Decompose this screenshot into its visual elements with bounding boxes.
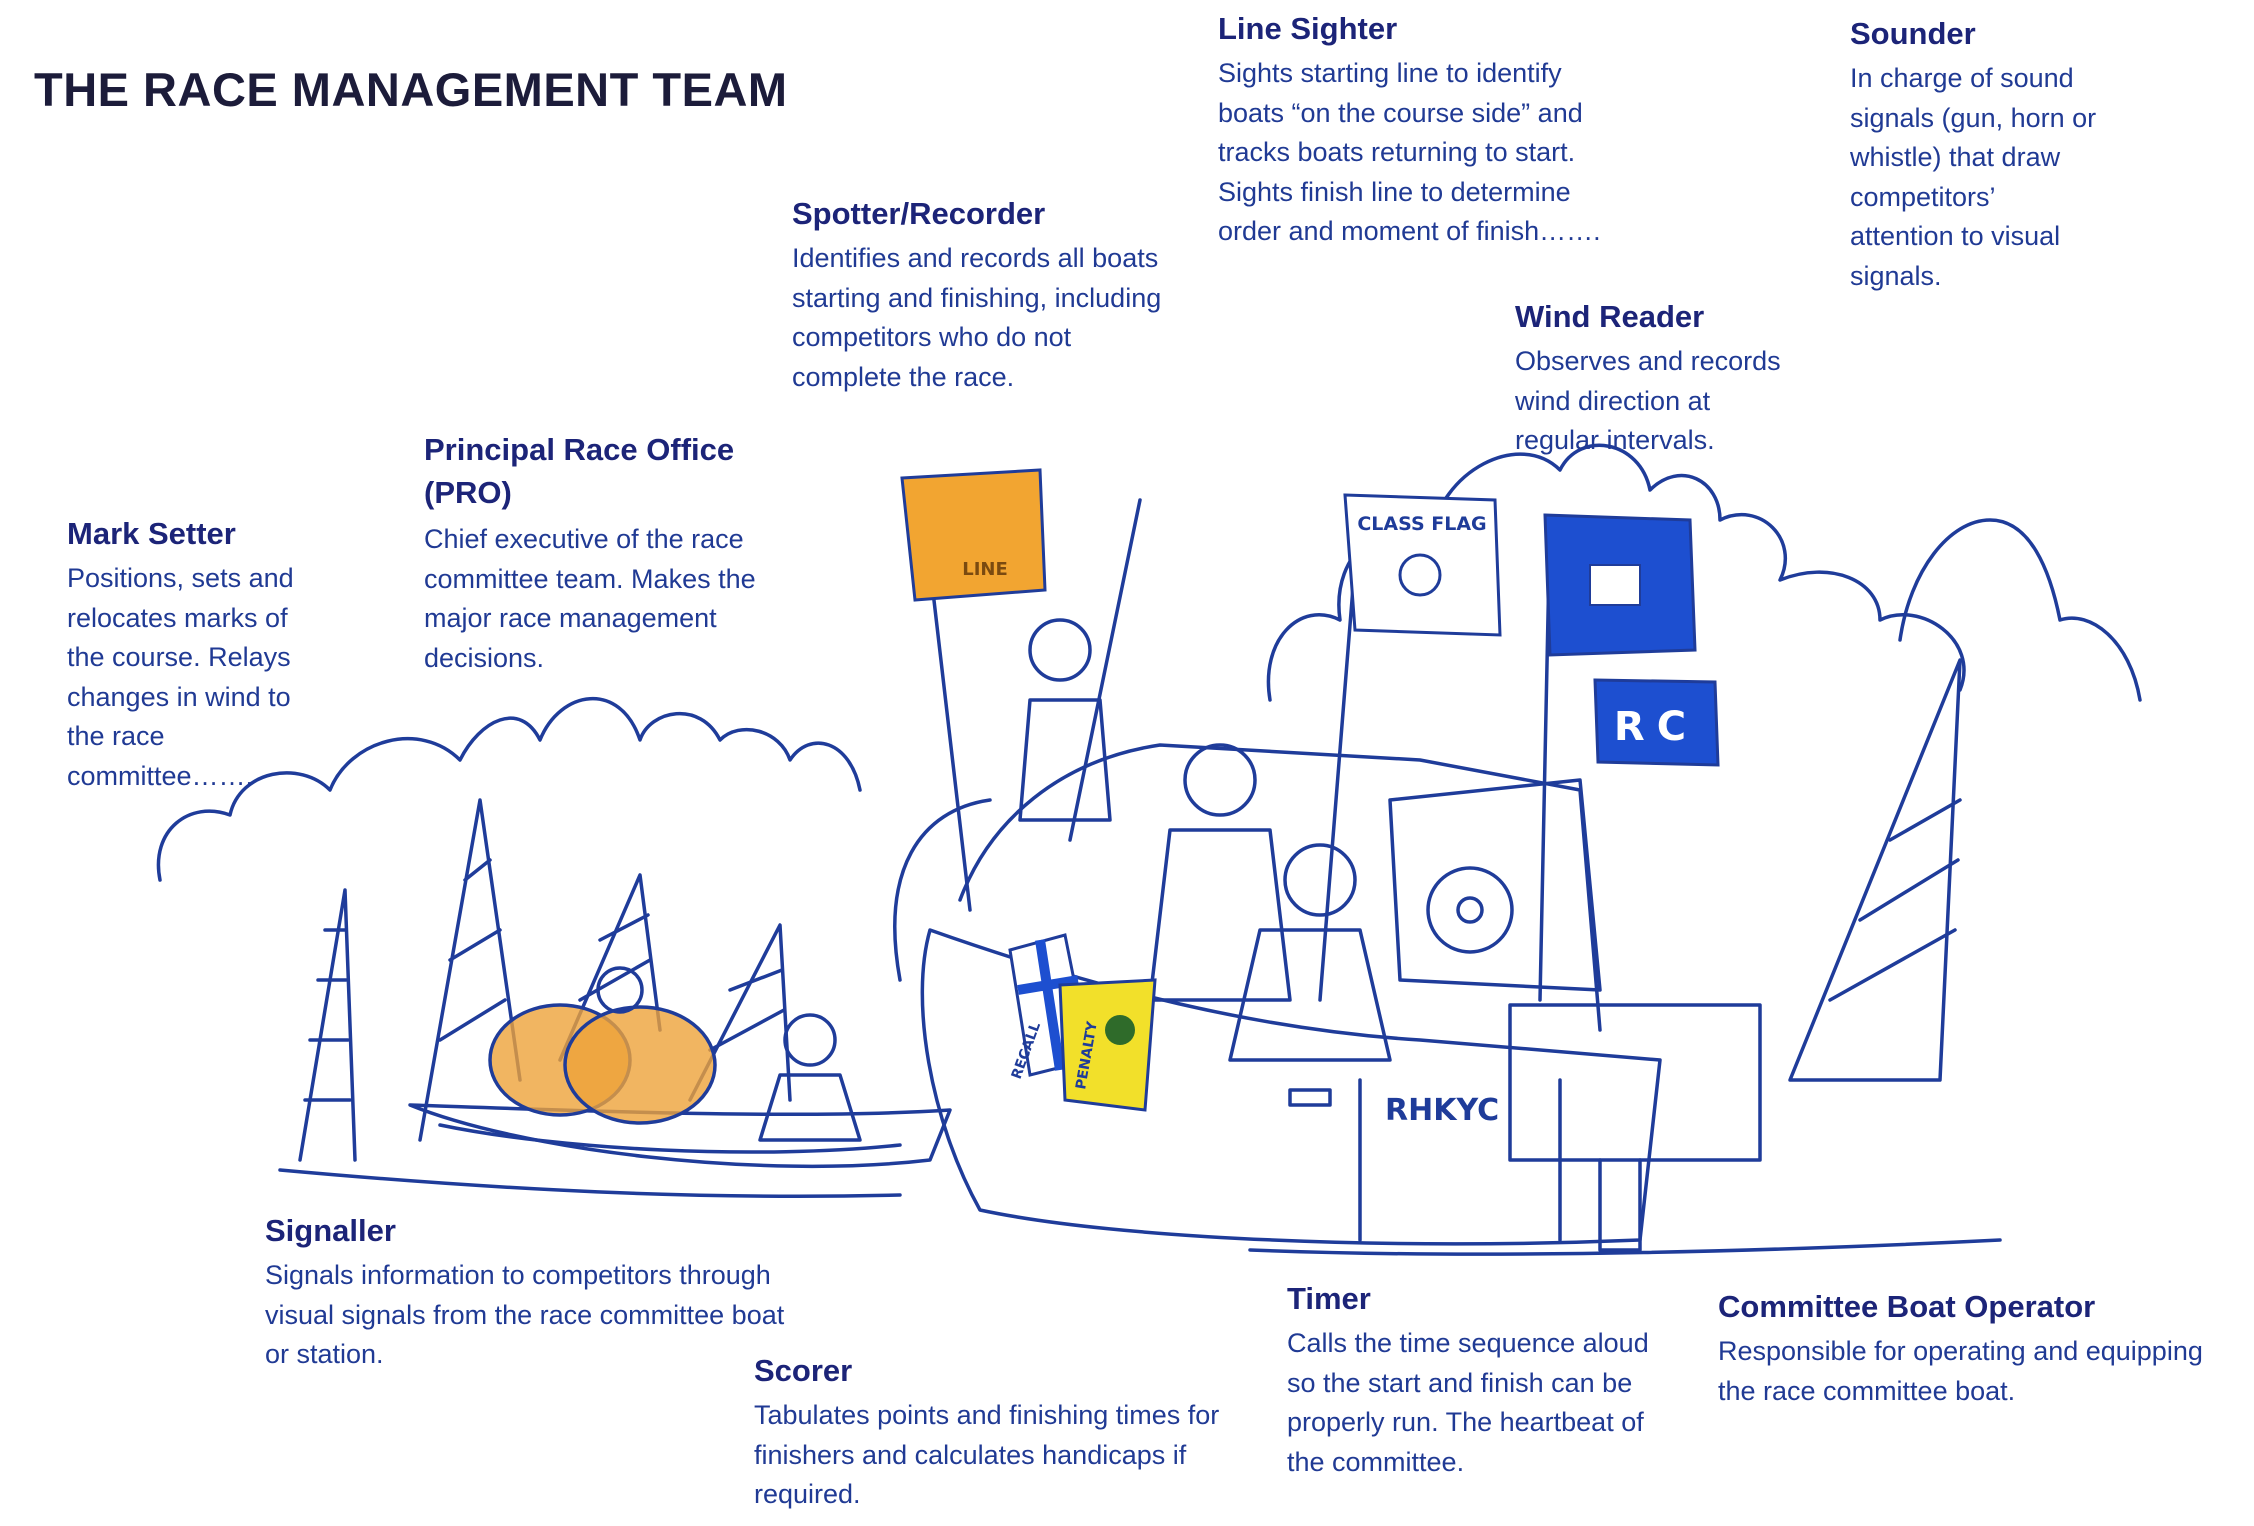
role-name: Spotter/Recorder [792,196,1046,231]
cabin [1388,778,1602,992]
role-description: Positions, sets and relocates marks of t… [67,563,294,791]
spotter-figure [1148,743,1292,1002]
role-name: Principal Race Office (PRO) [424,432,735,510]
role-name: Scorer [754,1353,853,1388]
line-sighter-figure [1018,498,1142,842]
role-pro: Principal Race Office (PRO) Chief execut… [424,428,756,678]
role-signaller: Signaller Signals information to competi… [265,1212,784,1375]
role-timer: Timer Calls the time sequence aloud so t… [1287,1280,1649,1482]
role-name: Sounder [1850,16,1976,51]
role-wind-reader: Wind Reader Observes and records wind di… [1515,298,1781,461]
blue-flag [1543,513,1697,657]
scorer-figure [758,1013,862,1142]
rc-flag: RC [1593,678,1720,767]
role-scorer: Scorer Tabulates points and finishing ti… [754,1352,1219,1515]
water-ripples [278,1168,2002,1256]
role-spotter-recorder: Spotter/Recorder Identifies and records … [792,195,1161,397]
role-name: Signaller [265,1213,396,1248]
role-committee-boat-operator: Committee Boat Operator Responsible for … [1718,1288,2203,1411]
background-trees-far-right [1898,518,2142,702]
class-flag-label: CLASS FLAG [1357,513,1486,535]
boat-name: RHKYC [1385,1093,1499,1128]
page-title: THE RACE MANAGEMENT TEAM [34,63,788,116]
line-flag-label: LINE [962,559,1008,580]
committee-boat-hull [920,928,1662,1246]
role-name: Mark Setter [67,516,236,551]
class-flag: CLASS FLAG [1343,493,1502,637]
role-description: Observes and records wind direction at r… [1515,346,1781,455]
role-name: Timer [1287,1281,1371,1316]
orange-buoy-2 [563,1005,717,1125]
timer-figure [1228,843,1392,1062]
role-name: Line Sighter [1218,11,1398,46]
dinghy-sails-left [298,798,792,1162]
background-trees [156,697,862,882]
role-name: Committee Boat Operator [1718,1289,2096,1324]
role-description: Responsible for operating and equipping … [1718,1336,2203,1406]
steering-wheel [1426,866,1514,954]
role-description: Tabulates points and finishing times for… [754,1400,1220,1509]
outboard-motor [1508,1003,1762,1162]
role-name: Wind Reader [1515,299,1705,334]
penalty-flag: PENALTY [1058,978,1157,1112]
role-description: Sights starting line to identify boats “… [1218,58,1601,246]
role-description: Signals information to competitors throu… [265,1260,785,1369]
rc-flag-label: RC [1614,704,1698,750]
sail-right [1788,658,1962,1082]
role-description: Calls the time sequence aloud so the sta… [1287,1328,1649,1477]
role-line-sighter: Line Sighter Sights starting line to ide… [1218,10,1601,252]
role-sounder: Sounder In charge of sound signals (gun,… [1850,15,2096,296]
role-description: Identifies and records all boats startin… [792,243,1162,392]
role-description: In charge of sound signals (gun, horn or… [1850,63,2097,291]
role-description: Chief executive of the race committee te… [424,524,756,673]
line-flag: LINE [900,468,1047,602]
role-mark-setter: Mark Setter Positions, sets and relocate… [67,515,294,796]
